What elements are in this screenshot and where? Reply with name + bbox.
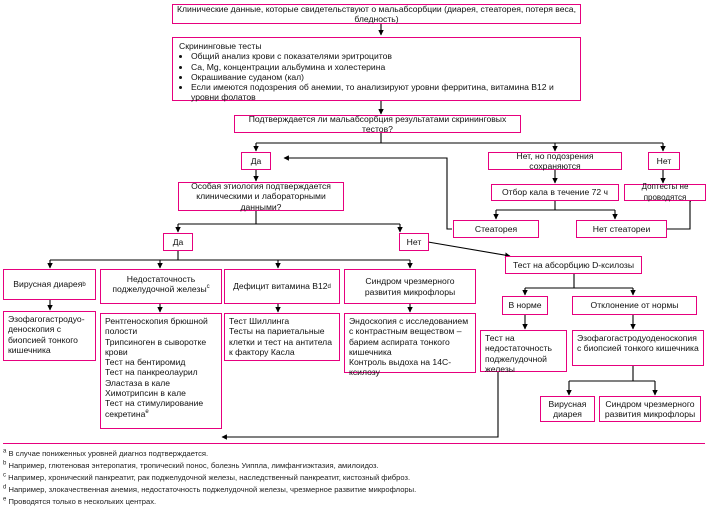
- viral-diarrhea-text: Вирусная диарея: [13, 279, 83, 290]
- no-steatorrhea-text: Нет стеатореи: [592, 223, 651, 234]
- screening-list: Общий анализ крови с показателями эритро…: [179, 51, 574, 102]
- viral-diarrhea2-text: Вирусная диарея: [548, 398, 587, 419]
- screening-box: Скрининговые тесты Общий анализ крови с …: [172, 37, 581, 102]
- yes1-text: Да: [250, 155, 262, 166]
- normal-text: В норме: [508, 300, 542, 311]
- footnote-mark-c: c: [206, 284, 210, 291]
- normal-box: В норме: [502, 296, 548, 315]
- yes2-text: Да: [172, 236, 184, 247]
- dxylose-box: Тест на абсорбцию D-ксилозы: [505, 256, 642, 274]
- egds1-text: Эзофагогастродуо-деноскопия с биопсией т…: [8, 314, 85, 355]
- question2-text: Особая этиология подтверждается клиничес…: [191, 181, 331, 212]
- pancreatic-tests-box: Рентгеноскопия брюшной полости Трипсиног…: [100, 313, 222, 429]
- yes1-box: Да: [241, 152, 271, 170]
- footnote: d Например, злокачественная анемия, недо…: [3, 484, 417, 494]
- b12-test-item: Тест Шиллинга: [229, 316, 290, 326]
- b12-tests-box: Тест Шиллинга Тесты на париетальные клет…: [224, 313, 340, 361]
- steatorrhea-text: Стеаторея: [474, 223, 518, 234]
- no-further-tests-text: Доптесты не проводятся: [641, 182, 689, 202]
- pancreatic-title: Недостаточность поджелудочной железы: [112, 274, 207, 295]
- question1-text: Подтверждается ли мальабсорбция результа…: [248, 113, 507, 134]
- footnote: a В случае пониженных уровней диагноз по…: [3, 448, 209, 458]
- panc-test-item: Химотрипсин в кале: [105, 388, 186, 399]
- sibo-box: Синдром чрезмерного развития микрофлоры: [344, 269, 476, 304]
- footnote-divider: [3, 443, 705, 444]
- pancreatic-test-box: Тест на недостаточность поджелудочной же…: [480, 330, 567, 374]
- sibo-test-item: Эндоскопия с исследованием с контрастным…: [349, 316, 469, 357]
- panc-test-item: Эластаза в кале: [105, 377, 171, 388]
- screening-item: Ca, Mg, концентрации альбумина и холесте…: [191, 62, 574, 72]
- stool-text: Отбор кала в течение 72 ч: [501, 187, 609, 198]
- pancreatic-test-text: Тест на недостаточность поджелудочной же…: [485, 333, 552, 374]
- screening-item: Окрашивание суданом (кал): [191, 72, 574, 82]
- no-further-tests-box: Доптесты не проводятся: [624, 182, 706, 202]
- no1-text: Нет: [656, 155, 672, 166]
- no-steatorrhea-box: Нет стеатореи: [576, 220, 667, 238]
- panc-test-item: Рентгеноскопия брюшной полости: [105, 316, 208, 337]
- yes2-box: Да: [163, 233, 193, 251]
- panc-test-item: Тест на стимулирование секретинаe: [105, 398, 204, 419]
- sibo2-text: Синдром чрезмерного развития микрофлоры: [604, 398, 696, 419]
- sibo-title: Синдром чрезмерного развития микрофлоры: [364, 276, 456, 297]
- b12-test-item: Тесты на париетальные клетки и тест на а…: [229, 326, 332, 357]
- viral-diarrhea2-box: Вирусная диарея: [540, 396, 595, 422]
- footnote: c Например, хронический панкреатит, рак …: [3, 472, 411, 482]
- abnormal-box: Отклонение от нормы: [572, 296, 697, 315]
- no-but-suspect-text: Нет, но подозрения сохраняются: [516, 150, 594, 171]
- egds2-text: Эзофагогастродуоденоскопия с биопсией то…: [577, 333, 699, 354]
- panc-test-item: Тест на панкреолаурил: [105, 367, 198, 378]
- pancreatic-box: Недостаточность поджелудочной железыc: [100, 269, 222, 304]
- no2-text: Нет: [406, 236, 422, 247]
- question2-box: Особая этиология подтверждается клиничес…: [178, 181, 344, 212]
- no-but-suspect-box: Нет, но подозрения сохраняются: [488, 150, 622, 171]
- footnote: e Проводятся только в нескольких центрах…: [3, 496, 157, 506]
- egds2-box: Эзофагогастродуоденоскопия с биопсией то…: [572, 330, 704, 366]
- abnormal-text: Отклонение от нормы: [590, 300, 679, 311]
- panc-test-item: Трипсиноген в сыворотке крови: [105, 336, 207, 357]
- no1-box: Нет: [648, 152, 680, 170]
- no2-box: Нет: [399, 233, 429, 251]
- egds1-box: Эзофагогастродуо-деноскопия с биопсией т…: [3, 311, 96, 361]
- question1-box: Подтверждается ли мальабсорбция результа…: [234, 113, 521, 134]
- dxylose-text: Тест на абсорбцию D-ксилозы: [512, 259, 635, 270]
- steatorrhea-box: Стеаторея: [453, 220, 539, 238]
- screening-item: Общий анализ крови с показателями эритро…: [191, 51, 574, 61]
- panc-test-item: Тест на бентиромид: [105, 357, 186, 368]
- screening-title: Скрининговые тесты: [179, 41, 262, 51]
- stool-box: Отбор кала в течение 72 ч: [491, 184, 619, 201]
- b12-title: Дефицит витамина B12: [233, 281, 328, 292]
- sibo-tests-box: Эндоскопия с исследованием с контрастным…: [344, 313, 476, 377]
- screening-item: Если имеются подозрения об анемии, то ан…: [191, 82, 574, 103]
- sibo2-box: Синдром чрезмерного развития микрофлоры: [599, 396, 701, 422]
- footnote: b Например, глютеновая энтеропатия, троп…: [3, 460, 379, 470]
- top-box-text: Клинические данные, которые свидетельств…: [177, 3, 576, 24]
- top-box: Клинические данные, которые свидетельств…: [172, 4, 581, 24]
- footnote-mark-e: e: [145, 408, 149, 415]
- sibo-test-item: Контроль выдоха на 14С-ксилозу: [349, 357, 452, 378]
